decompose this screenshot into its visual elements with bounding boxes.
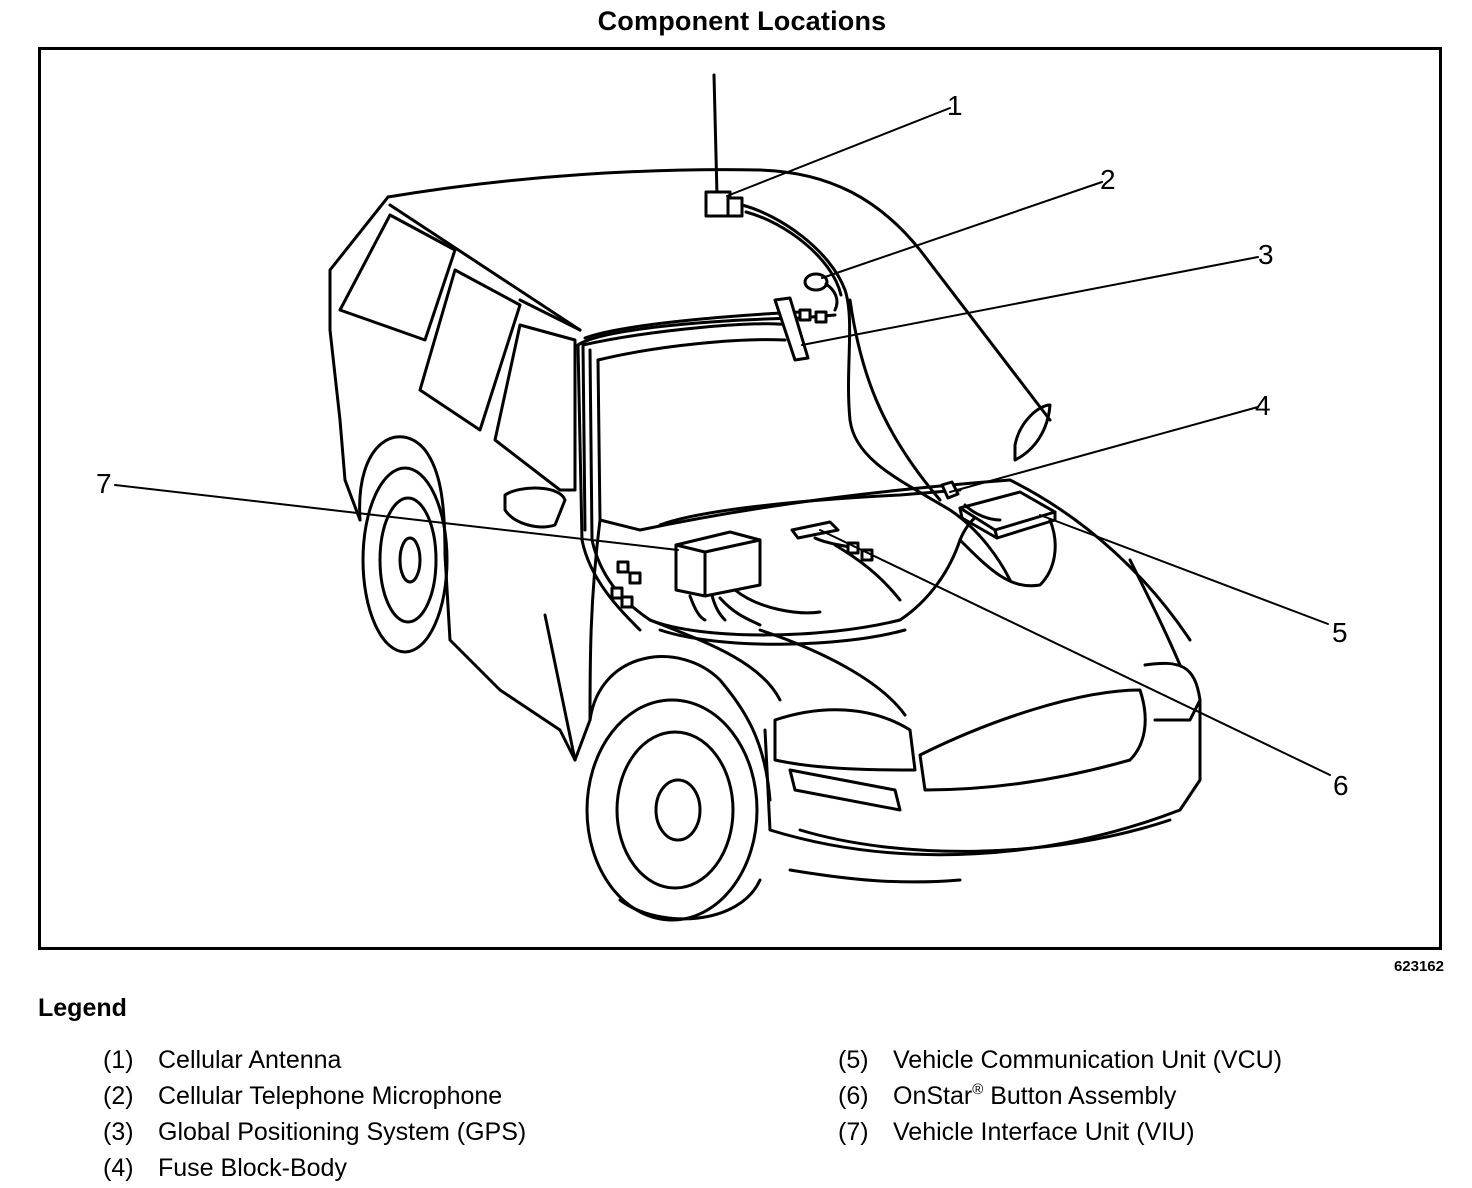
page-title: Component Locations: [597, 6, 887, 36]
legend-label: Fuse Block-Body: [158, 1154, 347, 1182]
legend-label-onstar: OnStar: [893, 1082, 973, 1110]
legend-label: Global Positioning System (GPS): [158, 1118, 527, 1146]
callout-1: 1: [947, 90, 963, 121]
leader-line-5: [1039, 514, 1329, 625]
registered-mark: ®: [972, 1080, 984, 1098]
legend-item: (7) Vehicle Interface Unit (VIU): [838, 1114, 1282, 1150]
legend-number: (4): [103, 1154, 134, 1182]
vehicle-outline: [328, 168, 1202, 884]
figure-id: 623162: [1393, 958, 1444, 975]
callout-5: 5: [1332, 617, 1348, 648]
legend-label: Vehicle Interface Unit (VIU): [893, 1118, 1195, 1146]
gps-unit: [773, 296, 810, 362]
legend-label: Cellular Antenna: [158, 1046, 342, 1074]
leader-line-4: [949, 406, 1259, 493]
callout-4: 4: [1255, 390, 1271, 421]
callout-2: 2: [1100, 164, 1116, 195]
legend-number: (7): [838, 1118, 869, 1146]
legend-number: (6): [838, 1082, 869, 1110]
legend-item: (2) Cellular Telephone Microphone: [103, 1078, 526, 1114]
cellular-microphone: [798, 272, 839, 324]
leader-line-2: [821, 181, 1103, 279]
fuse-block-body: [940, 480, 960, 500]
callout-3: 3: [1258, 239, 1274, 270]
leader-line-1: [726, 107, 951, 197]
legend-column-right: (5) Vehicle Communication Unit (VCU) (6)…: [838, 1042, 1282, 1150]
viu-unit: [610, 530, 762, 622]
wiring-harness: [576, 203, 1057, 646]
legend-label-button-assembly: Button Assembly: [983, 1082, 1177, 1110]
cellular-antenna: [704, 73, 744, 218]
leader-line-7: [114, 484, 679, 551]
legend-label: Cellular Telephone Microphone: [158, 1082, 503, 1110]
legend-heading: Legend: [38, 994, 127, 1022]
leader-lines: [114, 107, 1331, 776]
legend-item: (5) Vehicle Communication Unit (VCU): [838, 1042, 1282, 1078]
callout-6: 6: [1333, 770, 1349, 801]
leader-line-6: [819, 529, 1331, 776]
legend-label: OnStar® Button Assembly: [893, 1078, 1176, 1114]
legend-item: (4) Fuse Block-Body: [103, 1150, 526, 1186]
onstar-button-assembly: [790, 520, 874, 562]
front-wheel: [585, 698, 762, 922]
rear-wheel: [361, 466, 449, 654]
diagram-frame: [38, 47, 1442, 950]
legend-label: Vehicle Communication Unit (VCU): [893, 1046, 1283, 1074]
legend-number: (1): [103, 1046, 134, 1074]
legend-number: (5): [838, 1046, 869, 1074]
legend-number: (2): [103, 1082, 134, 1110]
callout-7: 7: [96, 468, 112, 499]
legend-item: (1) Cellular Antenna: [103, 1042, 526, 1078]
legend-item: (6) OnStar® Button Assembly: [838, 1078, 1282, 1114]
legend-number: (3): [103, 1118, 134, 1146]
leader-line-3: [801, 256, 1259, 346]
legend-item: (3) Global Positioning System (GPS): [103, 1114, 526, 1150]
legend-column-left: (1) Cellular Antenna (2) Cellular Teleph…: [103, 1042, 526, 1186]
